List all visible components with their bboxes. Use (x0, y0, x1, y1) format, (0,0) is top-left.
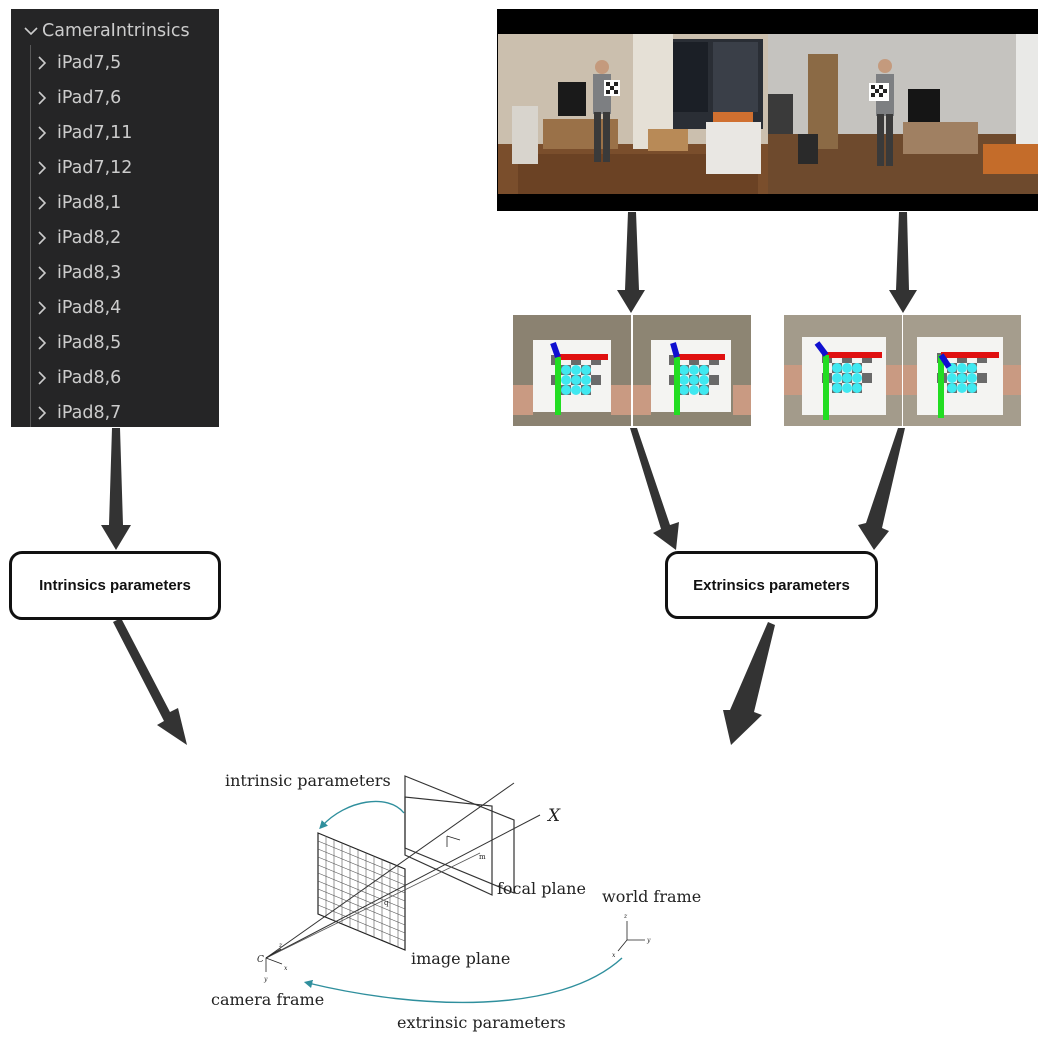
tree-item[interactable]: iPad8,3 (11, 255, 219, 290)
projection-ray (265, 852, 481, 959)
focal-plane-text: focal plane (497, 879, 586, 898)
world-x-text: x (612, 952, 616, 959)
chevron-right-icon (33, 90, 49, 105)
camera-frame-axes (265, 948, 283, 972)
focal-plane-axes (446, 835, 461, 847)
intrinsic-curve-arrow (319, 800, 405, 830)
world-frame-axes (617, 921, 645, 952)
world-z-text: z (623, 913, 628, 920)
tree-item[interactable]: iPad7,5 (11, 45, 219, 80)
tree-item[interactable]: iPad8,5 (11, 325, 219, 360)
focal-plane (404, 796, 493, 896)
checkerboard-crop-3 (784, 315, 902, 426)
camera-y-text: y (263, 976, 268, 983)
checkerboard-crop-1 (513, 315, 631, 426)
extrinsics-parameters-label: Extrinsics parameters (693, 576, 850, 594)
tree-root-label: CameraIntrinsics (42, 21, 190, 41)
optical-axis (265, 782, 515, 959)
camera-z-text: z (278, 942, 283, 949)
tree-item[interactable]: iPad8,1 (11, 185, 219, 220)
tree-children: iPad7,5 iPad7,6 iPad7,11 iPad7,12 iPad8,… (11, 45, 219, 427)
chevron-right-icon (33, 405, 49, 420)
extrinsics-parameters-box: Extrinsics parameters (665, 551, 878, 619)
tree-item[interactable]: iPad8,7 (11, 395, 219, 427)
tree-item-label: iPad8,5 (57, 332, 122, 353)
chevron-right-icon (33, 335, 49, 350)
tree-item-label: iPad7,12 (57, 157, 133, 178)
tree-item-label: iPad8,2 (57, 227, 122, 248)
camera-frame-text: camera frame (211, 990, 324, 1009)
chevron-right-icon (33, 125, 49, 140)
point-q-text: q (384, 899, 389, 907)
world-y-text: y (646, 937, 651, 944)
x-axis-line (265, 814, 541, 959)
tree-item-label: iPad8,3 (57, 262, 122, 283)
chevron-right-icon (33, 265, 49, 280)
left-camera-image (498, 34, 768, 194)
tree-item-label: iPad7,6 (57, 87, 122, 108)
stereo-video-frame (497, 9, 1038, 211)
tree-item[interactable]: iPad7,11 (11, 115, 219, 150)
tree-item[interactable]: iPad8,4 (11, 290, 219, 325)
image-plane (317, 832, 406, 951)
right-camera-image (768, 34, 1038, 194)
world-frame-text: world frame (602, 887, 701, 906)
focal-plane-frame (404, 775, 515, 894)
chevron-right-icon (33, 160, 49, 175)
chevron-right-icon (33, 370, 49, 385)
tree-root-camera-intrinsics[interactable]: CameraIntrinsics (11, 16, 190, 46)
tree-item-label: iPad8,4 (57, 297, 122, 318)
chevron-right-icon (33, 230, 49, 245)
checkerboard-crop-2 (633, 315, 751, 426)
chevron-right-icon (33, 195, 49, 210)
tree-item[interactable]: iPad8,6 (11, 360, 219, 395)
tree-item[interactable]: iPad8,2 (11, 220, 219, 255)
tree-item-label: iPad7,5 (57, 52, 122, 73)
x-axis-text: X (546, 806, 561, 826)
tree-item-label: iPad7,11 (57, 122, 133, 143)
tree-item-label: iPad8,6 (57, 367, 122, 388)
intrinsics-parameters-box: Intrinsics parameters (9, 551, 221, 620)
camera-center-text: C (257, 955, 264, 965)
file-tree-panel: CameraIntrinsics iPad7,5 iPad7,6 iPad7,1… (11, 9, 219, 427)
checkerboard-crop-4 (903, 315, 1021, 426)
point-m-text: m (479, 853, 486, 861)
image-plane-text: image plane (411, 949, 510, 968)
intrinsic-parameters-text: intrinsic parameters (225, 771, 391, 790)
indent-guide (30, 45, 31, 427)
extrinsic-parameters-text: extrinsic parameters (397, 1013, 566, 1032)
camera-x-text: x (284, 965, 288, 972)
intrinsics-parameters-label: Intrinsics parameters (39, 577, 191, 594)
chevron-down-icon (20, 26, 42, 36)
extrinsic-curve-arrow (303, 957, 623, 1004)
chevron-right-icon (33, 55, 49, 70)
chevron-right-icon (33, 300, 49, 315)
tree-item[interactable]: iPad7,6 (11, 80, 219, 115)
tree-item[interactable]: iPad7,12 (11, 150, 219, 185)
tree-item-label: iPad8,7 (57, 402, 122, 423)
tree-item-label: iPad8,1 (57, 192, 122, 213)
